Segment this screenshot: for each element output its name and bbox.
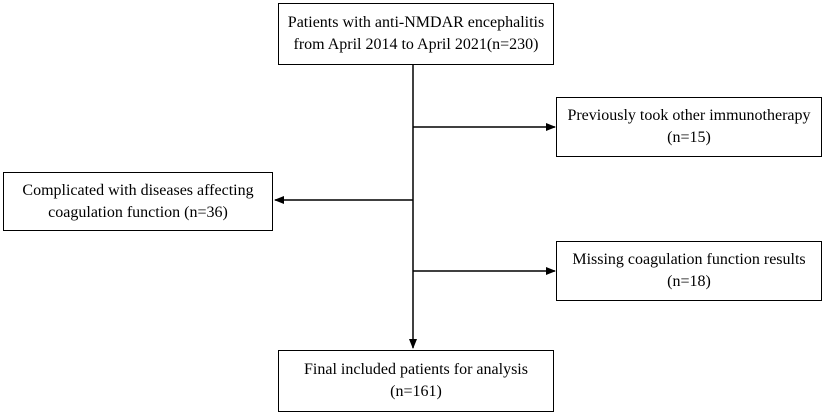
start-box-line-2: from April 2014 to April 2021(n=230) — [293, 36, 539, 53]
exclusion-box-coagulation-diseases: Complicated with diseases affecting coag… — [3, 172, 273, 231]
exclusion-box-missing-results: Missing coagulation function results (n=… — [556, 241, 822, 301]
exclusion-coagulation-diseases-line-2: coagulation function (n=36) — [48, 203, 228, 221]
final-box-line-1: Final included patients for analysis — [304, 361, 528, 378]
exclusion-immunotherapy-line-2: (n=15) — [667, 129, 711, 146]
exclusion-missing-results-line-2: (n=18) — [667, 273, 711, 290]
final-box-line-2: (n=161) — [390, 383, 442, 400]
start-box-line-1: Patients with anti-NMDAR encephalitis — [287, 14, 545, 31]
final-box: Final included patients for analysis (n=… — [278, 350, 554, 412]
exclusion-box-immunotherapy: Previously took other immunotherapy (n=1… — [556, 97, 822, 157]
exclusion-immunotherapy-line-1: Previously took other immunotherapy — [567, 107, 811, 124]
exclusion-missing-results-line-1: Missing coagulation function results — [572, 251, 806, 268]
start-box: Patients with anti-NMDAR encephalitis fr… — [278, 3, 554, 65]
exclusion-coagulation-diseases-line-1: Complicated with diseases affecting — [22, 181, 254, 199]
